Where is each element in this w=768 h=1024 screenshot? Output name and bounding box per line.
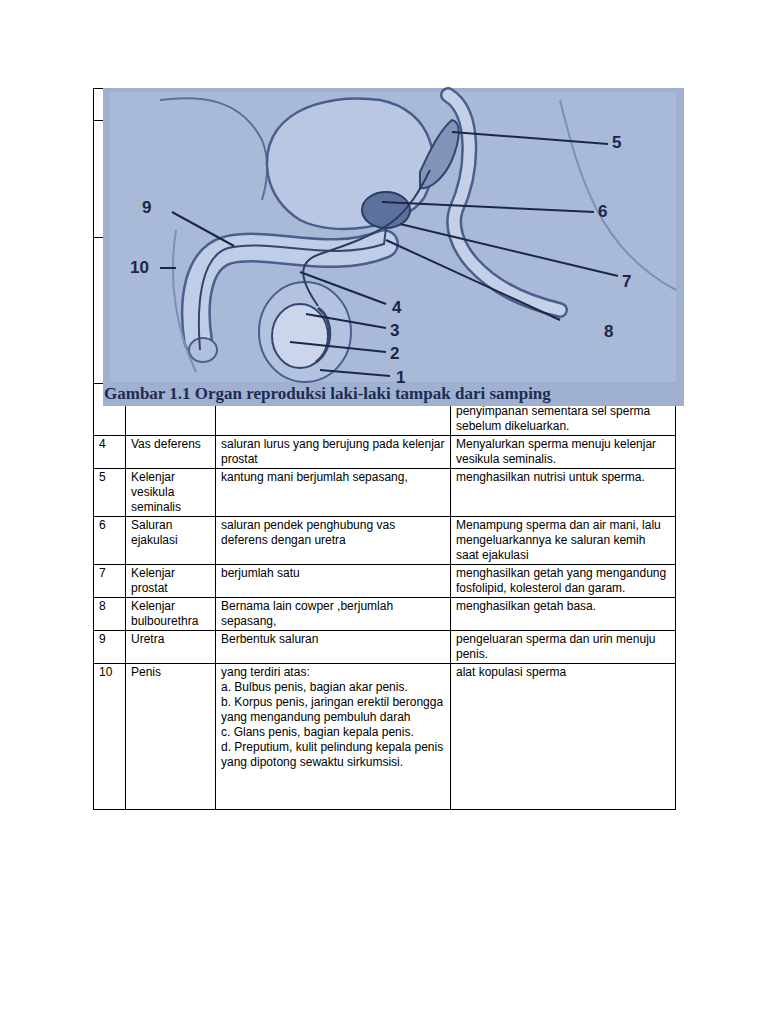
cell-text: Uretra	[131, 632, 210, 647]
cell-text: c. Glans penis, bagian kepala penis.	[221, 725, 445, 740]
body-outline	[560, 100, 676, 290]
cell-text: alat kopulasi sperma	[456, 665, 670, 680]
table-row: 4 Vas deferens saluran lurus yang berujung…	[94, 436, 676, 469]
photo-ground	[103, 88, 684, 406]
table-cell: Berbentuk saluran	[216, 631, 451, 664]
callout-number: 10	[130, 258, 149, 278]
page-ground	[110, 92, 676, 382]
scrotum	[259, 282, 351, 382]
cell-text: pengeluaran sperma dan urin menuju penis…	[456, 632, 670, 662]
prostate	[362, 192, 410, 228]
table-cell: berjumlah satu	[216, 565, 451, 598]
cell-text: menghasilkan getah yang mengandung fosfo…	[456, 566, 670, 596]
cell-text: berjumlah satu	[221, 566, 445, 581]
table-cell: Menyalurkan sperma menuju kelenjar vesik…	[451, 436, 676, 469]
table-cell: Kelenjar vesikula seminalis	[126, 469, 216, 517]
cell-text: penyimpanan sementara sel sperma sebelum…	[456, 404, 670, 434]
table-cell: Penis	[126, 664, 216, 810]
body-outline	[160, 98, 267, 200]
vas-deferens	[303, 170, 430, 306]
table-cell: 5	[94, 469, 126, 517]
cell-text: Kelenjar bulbourethra	[131, 599, 210, 629]
table-row: 7 Kelenjar prostat berjumlah satu menghasil…	[94, 565, 676, 598]
table-cell: 8	[94, 598, 126, 631]
table-cell: yang terdiri atas:a. Bulbus penis, bagia…	[216, 664, 451, 810]
table-cell: Saluran ejakulasi	[126, 517, 216, 565]
leader-lines	[160, 132, 618, 376]
table-cell: Uretra	[126, 631, 216, 664]
cell-text: Berbentuk saluran	[221, 632, 445, 647]
table-row: 5 Kelenjar vesikula seminalis kantung mani…	[94, 469, 676, 517]
cell-text: a. Bulbus penis, bagian akar penis.	[221, 680, 445, 695]
table-cell: Kelenjar bulbourethra	[126, 598, 216, 631]
table-row: 9 Uretra Berbentuk saluran pengeluaran sper…	[94, 631, 676, 664]
glans	[189, 338, 217, 362]
figure-caption: Gambar 1.1 Organ reproduksi laki-laki ta…	[104, 384, 551, 404]
table-cell: 4	[94, 436, 126, 469]
table-cell: Bernama lain cowper ,berjumlah sepasang,	[216, 598, 451, 631]
thigh-outline	[173, 230, 196, 372]
table-cell: saluran lurus yang berujung pada kelenja…	[216, 436, 451, 469]
cell-text: Saluran ejakulasi	[131, 518, 210, 548]
cell-text: saluran pendek penghubung vas deferens d…	[221, 518, 445, 548]
table-cell: menghasilkan getah basa.	[451, 598, 676, 631]
cell-text: menghasilkan getah basa.	[456, 599, 670, 614]
table-cell: pengeluaran sperma dan urin menuju penis…	[451, 631, 676, 664]
cell-text: Vas deferens	[131, 437, 210, 452]
cell-text: 4	[99, 437, 120, 452]
rectum	[448, 95, 560, 310]
table-cell: kantung mani berjumlah sepasang,	[216, 469, 451, 517]
bladder	[267, 98, 433, 229]
table-cell: alat kopulasi sperma	[451, 664, 676, 810]
cell-text: saluran lurus yang berujung pada kelenja…	[221, 437, 445, 467]
table-cell: Menampung sperma dan air mani, lalu meng…	[451, 517, 676, 565]
table-cell: 7	[94, 565, 126, 598]
table-cell: menghasilkan nutrisi untuk sperma.	[451, 469, 676, 517]
table-cell: Kelenjar prostat	[126, 565, 216, 598]
cell-text: b. Korpus penis, jaringan erektil berong…	[221, 695, 445, 725]
table-cell: 9	[94, 631, 126, 664]
cell-text: d. Preputium, kulit pelindung kepala pen…	[221, 740, 445, 770]
callout-number: 7	[622, 272, 631, 292]
cell-text: menghasilkan nutrisi untuk sperma.	[456, 470, 670, 485]
table-row: 8 Kelenjar bulbourethra Bernama lain cowpe…	[94, 598, 676, 631]
cell-text: 8	[99, 599, 120, 614]
callout-number: 5	[612, 133, 621, 153]
cell-text: kantung mani berjumlah sepasang,	[221, 470, 445, 485]
cell-text: Penis	[131, 665, 210, 680]
cell-text: 9	[99, 632, 120, 647]
cell-text: 7	[99, 566, 120, 581]
callout-number: 4	[392, 298, 401, 318]
cell-text: 6	[99, 518, 120, 533]
callout-number: 3	[390, 321, 399, 341]
cell-text: Kelenjar vesikula seminalis	[131, 470, 210, 515]
table-cell: 6	[94, 517, 126, 565]
cell-text: 10	[99, 665, 120, 680]
rectum	[448, 95, 560, 310]
cell-text: Bernama lain cowper ,berjumlah sepasang,	[221, 599, 445, 629]
cell-text: 5	[99, 470, 120, 485]
cell-text: Kelenjar prostat	[131, 566, 210, 596]
table-cell: menghasilkan getah yang mengandung fosfo…	[451, 565, 676, 598]
callout-number: 6	[598, 202, 607, 222]
table-cell: 10	[94, 664, 126, 810]
cell-text: Menampung sperma dan air mani, lalu meng…	[456, 518, 670, 563]
cell-text: Menyalurkan sperma menuju kelenjar vesik…	[456, 437, 670, 467]
table-row: 6 Saluran ejakulasi saluran pendek penghub…	[94, 517, 676, 565]
callout-number: 8	[604, 322, 613, 342]
cell-text: yang terdiri atas:	[221, 665, 445, 680]
callout-number: 9	[142, 198, 151, 218]
table-row: 10 Penis yang terdiri atas:a. Bulbus penis…	[94, 664, 676, 810]
table-cell: Vas deferens	[126, 436, 216, 469]
callout-number: 2	[390, 344, 399, 364]
table-cell: saluran pendek penghubung vas deferens d…	[216, 517, 451, 565]
